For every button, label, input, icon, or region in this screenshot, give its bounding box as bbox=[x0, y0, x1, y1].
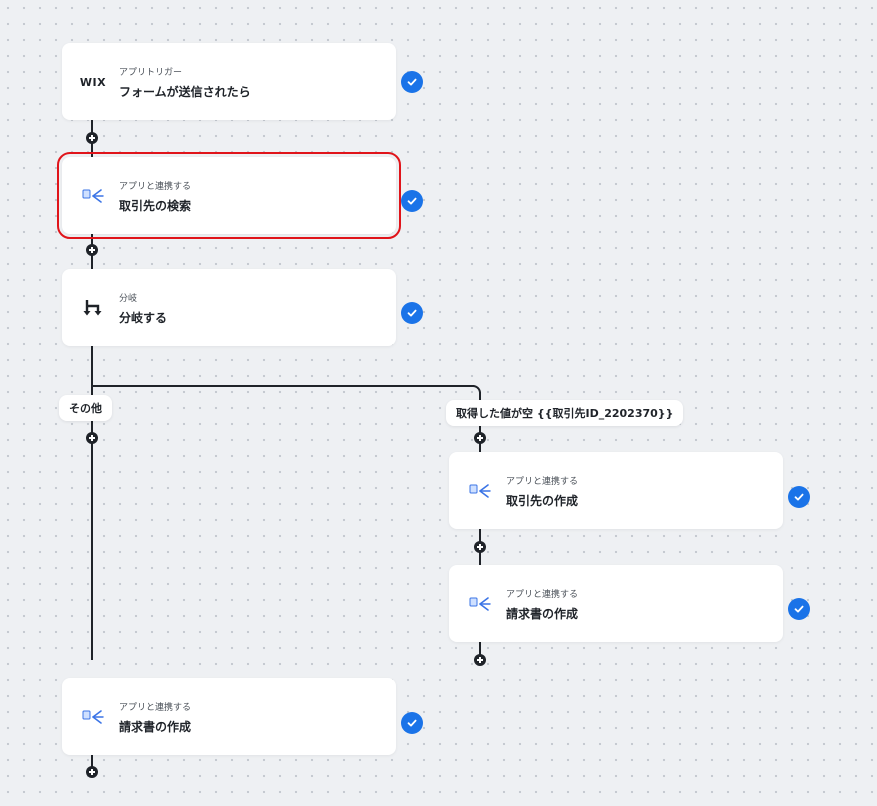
flow-node-branch[interactable]: 分岐 分岐する bbox=[62, 269, 396, 346]
connector-branch-horizontal bbox=[91, 385, 474, 387]
check-icon bbox=[788, 598, 810, 620]
node-title: 請求書の作成 bbox=[119, 720, 192, 734]
node-subtitle: 分岐 bbox=[119, 294, 138, 304]
check-icon bbox=[401, 71, 423, 93]
app-integration-icon bbox=[80, 704, 106, 730]
check-icon bbox=[401, 302, 423, 324]
node-subtitle: アプリと連携する bbox=[119, 182, 192, 192]
flow-node-search-partner[interactable]: アプリと連携する 取引先の検索 bbox=[57, 152, 401, 239]
node-title: 取引先の作成 bbox=[506, 494, 579, 508]
add-step-button[interactable] bbox=[86, 244, 98, 256]
connector-main-bottom bbox=[91, 754, 93, 770]
app-integration-icon bbox=[467, 591, 493, 617]
add-step-button[interactable] bbox=[474, 541, 486, 553]
check-icon bbox=[401, 712, 423, 734]
check-icon bbox=[401, 190, 423, 212]
add-step-button[interactable] bbox=[86, 766, 98, 778]
flow-node-trigger[interactable]: WIX アプリトリガー フォームが送信されたら bbox=[62, 43, 396, 120]
node-title: 分岐する bbox=[119, 311, 168, 325]
add-step-button[interactable] bbox=[474, 654, 486, 666]
node-subtitle: アプリと連携する bbox=[506, 590, 579, 600]
flow-node-create-partner[interactable]: アプリと連携する 取引先の作成 bbox=[449, 452, 783, 529]
connector-branch-corner bbox=[473, 385, 481, 393]
node-title: フォームが送信されたら bbox=[119, 85, 251, 99]
flow-node-create-invoice-right[interactable]: アプリと連携する 請求書の作成 bbox=[449, 565, 783, 642]
add-step-button[interactable] bbox=[86, 432, 98, 444]
branch-label-other[interactable]: その他 bbox=[59, 395, 112, 421]
add-step-button[interactable] bbox=[86, 132, 98, 144]
branch-icon bbox=[80, 295, 106, 321]
app-integration-icon bbox=[467, 478, 493, 504]
add-step-button[interactable] bbox=[474, 432, 486, 444]
connector-main bbox=[91, 120, 93, 660]
branch-label-condition[interactable]: 取得した値が空 {{取引先ID_2202370}} bbox=[446, 400, 684, 426]
node-title: 請求書の作成 bbox=[506, 607, 579, 621]
app-integration-icon bbox=[80, 183, 106, 209]
node-subtitle: アプリトリガー bbox=[119, 68, 183, 78]
check-icon bbox=[788, 486, 810, 508]
node-title: 取引先の検索 bbox=[119, 199, 192, 213]
wix-logo-icon: WIX bbox=[79, 75, 107, 89]
node-subtitle: アプリと連携する bbox=[119, 703, 192, 713]
flow-node-create-invoice-left[interactable]: アプリと連携する 請求書の作成 bbox=[62, 678, 396, 755]
node-subtitle: アプリと連携する bbox=[506, 477, 579, 487]
